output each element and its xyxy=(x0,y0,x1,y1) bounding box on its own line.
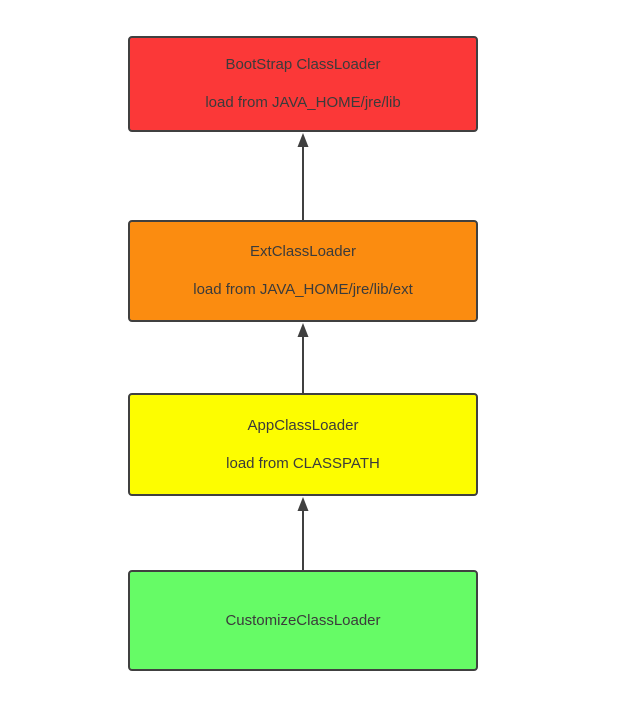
arrow-customize-to-app-icon xyxy=(297,497,309,570)
node-customize-classloader: CustomizeClassLoader xyxy=(128,570,478,671)
node-subtitle: load from JAVA_HOME/jre/lib/ext xyxy=(193,281,413,298)
node-subtitle: load from CLASSPATH xyxy=(226,454,380,472)
node-ext-classloader: ExtClassLoader load from JAVA_HOME/jre/l… xyxy=(128,220,478,322)
node-title: AppClassLoader xyxy=(247,416,359,434)
node-title: CustomizeClassLoader xyxy=(225,611,381,629)
node-subtitle: load from JAVA_HOME/jre/lib xyxy=(205,94,401,111)
arrow-ext-to-bootstrap-icon xyxy=(297,133,309,221)
node-title: ExtClassLoader xyxy=(250,243,356,260)
node-bootstrap-classloader: BootStrap ClassLoader load from JAVA_HOM… xyxy=(128,36,478,132)
node-title: BootStrap ClassLoader xyxy=(225,56,381,73)
node-app-classloader: AppClassLoader load from CLASSPATH xyxy=(128,393,478,496)
arrow-app-to-ext-icon xyxy=(297,323,309,394)
